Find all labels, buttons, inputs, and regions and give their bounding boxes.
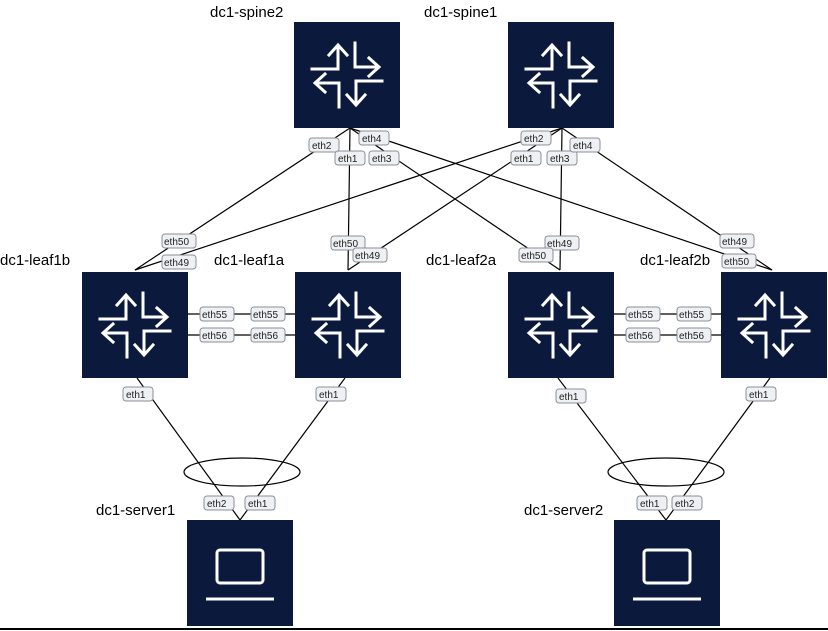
svg-text:eth1: eth1 bbox=[248, 499, 268, 510]
svg-text:eth3: eth3 bbox=[372, 154, 392, 165]
node-label: dc1-leaf2b bbox=[640, 252, 710, 269]
node-server1[interactable]: dc1-server1 bbox=[96, 502, 293, 626]
svg-text:eth49: eth49 bbox=[722, 237, 747, 248]
node-spine1[interactable]: dc1-spine1 bbox=[424, 4, 614, 128]
port-label: eth56 bbox=[250, 327, 286, 343]
port-labels: eth2 eth1 eth4 eth3 eth2 eth1 eth3 eth4 … bbox=[122, 130, 777, 511]
svg-text:eth55: eth55 bbox=[253, 310, 278, 321]
svg-text:eth56: eth56 bbox=[202, 331, 227, 342]
svg-text:eth3: eth3 bbox=[550, 154, 570, 165]
port-label: eth3 bbox=[546, 150, 578, 166]
port-label: eth1 bbox=[636, 495, 668, 511]
port-label: eth1 bbox=[315, 386, 347, 402]
port-label: eth49 bbox=[544, 235, 580, 251]
node-label: dc1-spine1 bbox=[424, 4, 497, 21]
port-label: eth4 bbox=[569, 137, 601, 153]
port-label: eth56 bbox=[199, 327, 235, 343]
svg-text:eth50: eth50 bbox=[333, 239, 358, 250]
port-label: eth50 bbox=[721, 253, 757, 269]
svg-text:eth49: eth49 bbox=[547, 239, 572, 250]
svg-text:eth2: eth2 bbox=[207, 499, 227, 510]
lag-ellipse-server1 bbox=[183, 457, 301, 487]
svg-text:eth55: eth55 bbox=[679, 310, 704, 321]
svg-text:eth2: eth2 bbox=[675, 499, 695, 510]
svg-text:eth1: eth1 bbox=[126, 390, 146, 401]
node-label: dc1-spine2 bbox=[210, 4, 283, 21]
svg-text:eth49: eth49 bbox=[164, 258, 189, 269]
port-label: eth4 bbox=[358, 130, 390, 146]
svg-text:eth2: eth2 bbox=[312, 141, 332, 152]
svg-text:eth55: eth55 bbox=[202, 310, 227, 321]
port-label: eth55 bbox=[625, 306, 661, 322]
node-label: dc1-leaf1b bbox=[0, 252, 70, 269]
router-icon bbox=[294, 22, 400, 128]
svg-text:eth1: eth1 bbox=[319, 390, 339, 401]
port-label: eth56 bbox=[676, 327, 712, 343]
port-label: eth1 bbox=[510, 150, 542, 166]
svg-text:eth2: eth2 bbox=[524, 134, 544, 145]
svg-text:eth50: eth50 bbox=[521, 251, 546, 262]
node-spine2[interactable]: dc1-spine2 bbox=[210, 4, 400, 128]
lag-ellipse-server2 bbox=[607, 457, 725, 487]
port-label: eth1 bbox=[555, 388, 587, 404]
port-label: eth50 bbox=[161, 233, 197, 249]
port-label: eth2 bbox=[520, 130, 552, 146]
port-label: eth3 bbox=[368, 150, 400, 166]
port-label: eth50 bbox=[518, 247, 554, 263]
router-icon bbox=[82, 272, 188, 378]
port-label: eth2 bbox=[308, 137, 340, 153]
node-label: dc1-leaf1a bbox=[214, 252, 285, 269]
svg-text:eth50: eth50 bbox=[164, 237, 189, 248]
port-label: eth49 bbox=[161, 254, 197, 270]
svg-text:eth1: eth1 bbox=[514, 154, 534, 165]
node-label: dc1-leaf2a bbox=[426, 252, 497, 269]
port-label: eth49 bbox=[719, 233, 755, 249]
port-label: eth50 bbox=[330, 235, 366, 251]
node-leaf1b[interactable]: dc1-leaf1b bbox=[0, 252, 188, 378]
svg-text:eth4: eth4 bbox=[362, 134, 382, 145]
port-label: eth55 bbox=[250, 306, 286, 322]
port-label: eth55 bbox=[676, 306, 712, 322]
port-label: eth56 bbox=[625, 327, 661, 343]
node-server2[interactable]: dc1-server2 bbox=[524, 502, 720, 626]
svg-text:eth56: eth56 bbox=[628, 331, 653, 342]
svg-text:eth56: eth56 bbox=[253, 331, 278, 342]
port-label: eth2 bbox=[203, 495, 235, 511]
laptop-icon bbox=[187, 520, 293, 626]
router-icon bbox=[508, 22, 614, 128]
links bbox=[134, 127, 773, 521]
svg-text:eth55: eth55 bbox=[628, 310, 653, 321]
router-icon bbox=[508, 272, 614, 378]
port-label: eth1 bbox=[745, 386, 777, 402]
port-label: eth1 bbox=[122, 386, 154, 402]
port-label: eth1 bbox=[244, 495, 276, 511]
svg-text:eth4: eth4 bbox=[573, 141, 593, 152]
router-icon bbox=[721, 272, 827, 378]
svg-text:eth1: eth1 bbox=[338, 154, 358, 165]
port-label: eth49 bbox=[352, 247, 388, 263]
link-spine1-leaf1b bbox=[134, 127, 563, 271]
laptop-icon bbox=[614, 520, 720, 626]
svg-text:eth56: eth56 bbox=[679, 331, 704, 342]
port-label: eth2 bbox=[671, 495, 703, 511]
node-label: dc1-server1 bbox=[96, 502, 175, 519]
port-label: eth55 bbox=[199, 306, 235, 322]
svg-text:eth1: eth1 bbox=[559, 392, 579, 403]
svg-text:eth49: eth49 bbox=[355, 251, 380, 262]
port-label: eth1 bbox=[334, 150, 366, 166]
svg-text:eth1: eth1 bbox=[640, 499, 660, 510]
router-icon bbox=[295, 272, 401, 378]
node-label: dc1-server2 bbox=[524, 502, 603, 519]
node-leaf1a[interactable]: dc1-leaf1a bbox=[214, 252, 401, 378]
bottom-border bbox=[0, 628, 828, 630]
node-leaf2b[interactable]: dc1-leaf2b bbox=[640, 252, 827, 378]
svg-text:eth1: eth1 bbox=[749, 390, 769, 401]
svg-text:eth50: eth50 bbox=[724, 257, 749, 268]
node-leaf2a[interactable]: dc1-leaf2a bbox=[426, 252, 614, 378]
